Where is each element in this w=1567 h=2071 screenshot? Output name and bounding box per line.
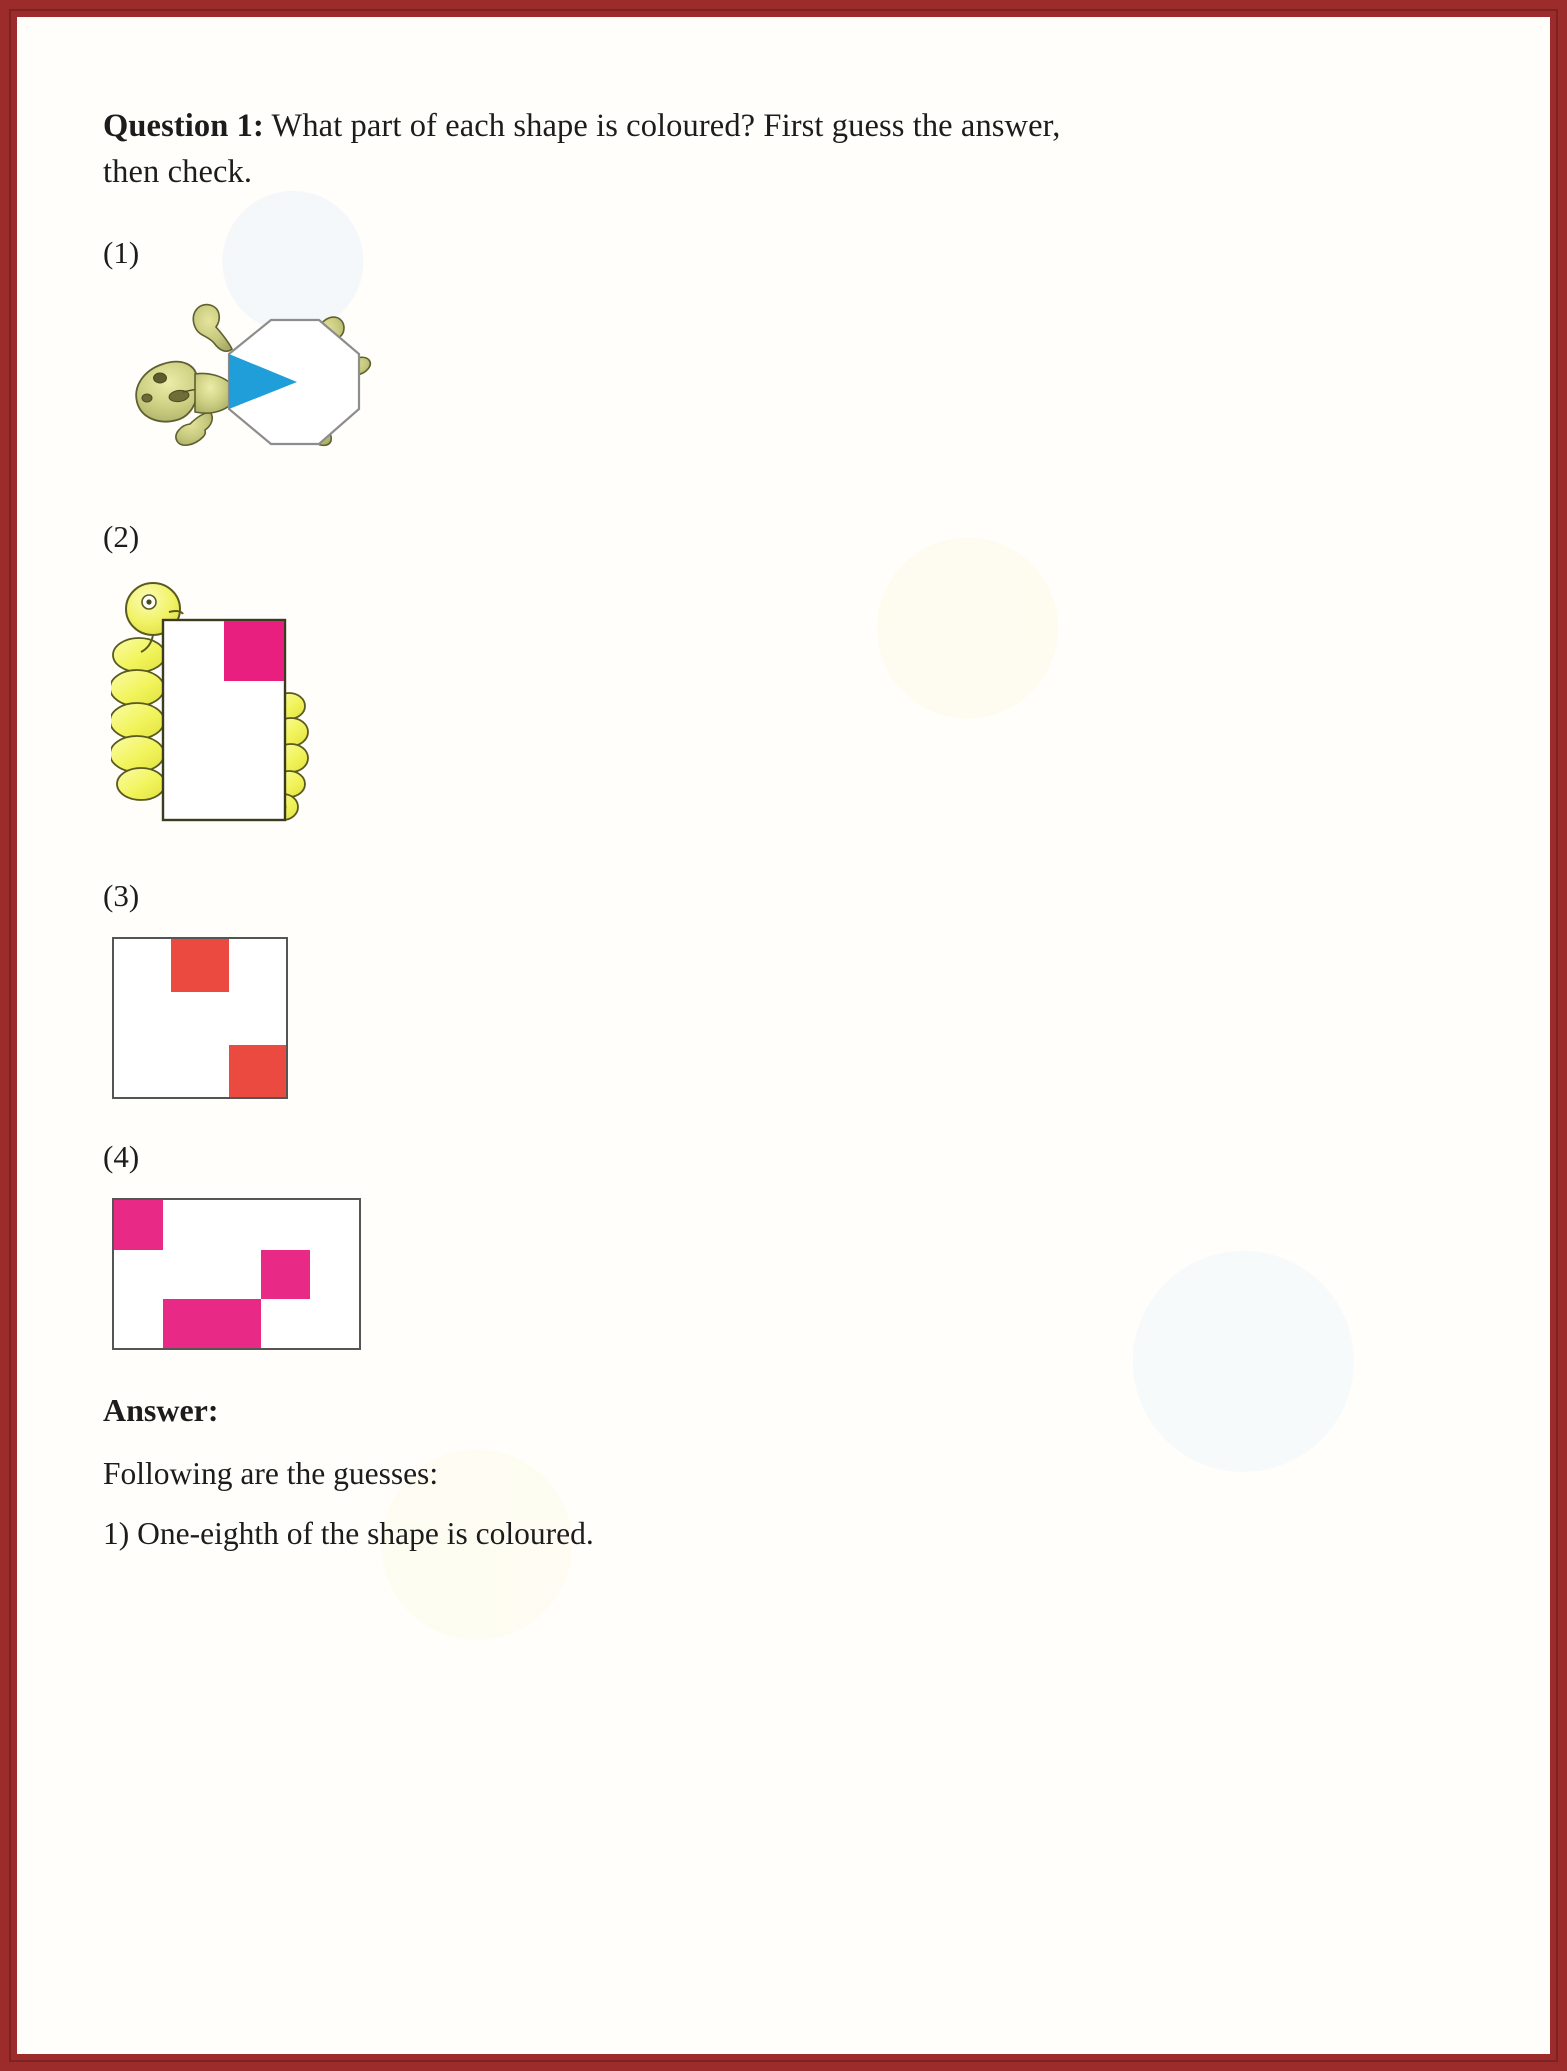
spacer	[103, 268, 1423, 294]
spacer	[103, 1172, 1423, 1198]
question-heading: Question 1: What part of each shape is c…	[103, 103, 1113, 195]
spacer	[103, 195, 1423, 237]
figure-turtle-octagon	[111, 294, 411, 479]
item-label-3: (3)	[103, 878, 140, 914]
item-label-4: (4)	[103, 1139, 140, 1175]
spacer	[103, 838, 1423, 880]
spacer	[103, 1099, 1423, 1141]
turtle-leg-top-left	[192, 304, 233, 353]
spacer	[103, 552, 1423, 578]
item-label-1: (1)	[103, 235, 140, 271]
spacer	[103, 1350, 1423, 1392]
turtle-neck	[194, 373, 230, 415]
rectangle-shape	[161, 619, 287, 822]
figure-caterpillar-rectangle	[111, 578, 411, 838]
figure-square-grid	[112, 937, 288, 1100]
figure-rectangle-grid	[112, 1198, 361, 1351]
question-number: Question 1:	[103, 108, 264, 144]
coloured-cell	[212, 1298, 261, 1349]
spacer	[103, 911, 1423, 937]
turtle-leg-bottom-left	[175, 411, 213, 447]
coloured-cell	[224, 621, 284, 682]
coloured-cell	[163, 1298, 212, 1349]
question-text: What part of each shape is coloured? Fir…	[103, 108, 1061, 191]
worksheet-content: Question 1: What part of each shape is c…	[103, 103, 1423, 1553]
coloured-sector	[229, 354, 297, 410]
answer-intro: Following are the guesses:	[103, 1456, 439, 1492]
caterpillar-left-segments	[111, 637, 166, 802]
coloured-cell	[261, 1249, 310, 1299]
item-label-2: (2)	[103, 519, 140, 555]
answer-line-1: 1) One-eighth of the shape is coloured.	[103, 1516, 594, 1552]
answer-heading: Answer:	[103, 1392, 219, 1429]
coloured-cell	[228, 1044, 286, 1098]
octagon-shell	[227, 319, 361, 446]
coloured-cell	[171, 939, 229, 992]
page-border-inner: Question 1: What part of each shape is c…	[9, 9, 1558, 2062]
worksheet-page: Question 1: What part of each shape is c…	[17, 17, 1550, 2054]
coloured-cell	[114, 1200, 163, 1250]
spacer	[103, 479, 1423, 521]
